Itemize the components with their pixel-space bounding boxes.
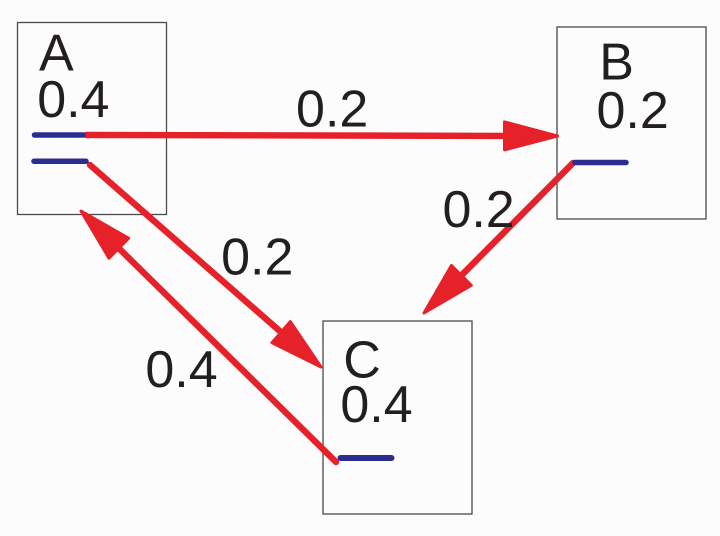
svg-text:B: B: [599, 34, 634, 92]
svg-text:0.4: 0.4: [340, 376, 412, 434]
svg-text:0.4: 0.4: [37, 71, 109, 129]
svg-text:0.2: 0.2: [221, 228, 293, 286]
svg-text:A: A: [39, 25, 74, 83]
svg-text:0.2: 0.2: [442, 181, 514, 239]
svg-text:0.4: 0.4: [145, 341, 217, 399]
svg-text:C: C: [343, 332, 381, 390]
svg-text:0.2: 0.2: [296, 81, 368, 139]
svg-text:0.2: 0.2: [597, 82, 669, 140]
